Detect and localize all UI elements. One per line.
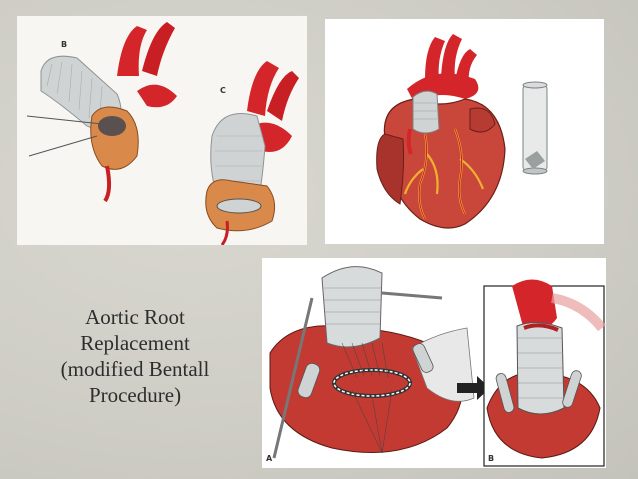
illustration-heart-with-graft <box>376 34 548 229</box>
retracted-tissue-a <box>411 327 475 402</box>
graft-sewing-ring-c <box>216 198 262 214</box>
suture-needle-b1 <box>26 115 103 125</box>
illustration-graft-steps <box>26 22 299 245</box>
aorta-body-b <box>137 84 177 108</box>
illustration-surgical-steps <box>269 266 606 467</box>
left-atrial-appendage <box>469 107 496 133</box>
figure-top-left-bentall-steps: B C <box>17 16 307 245</box>
surgical-instrument-a <box>272 297 314 459</box>
figure-label-b: B <box>61 40 68 49</box>
suture-needle-b2 <box>28 135 98 157</box>
right-atrium <box>376 133 405 205</box>
mechanical-valve-in-graft <box>525 151 545 169</box>
figure-bottom-right-surgical-field: A B <box>262 258 606 468</box>
brachiocephalic-artery <box>425 37 445 81</box>
slide-title-line-4: Procedure) <box>88 383 182 407</box>
coronary-b <box>103 165 112 203</box>
figure-label-a: A <box>266 454 273 463</box>
slide-title-line-3: (modified Bentall <box>60 357 210 381</box>
sutures-a <box>341 342 393 454</box>
aortic-branch-b <box>142 22 175 76</box>
graft-tube-a <box>321 266 383 348</box>
coronary-graft-b <box>495 373 515 413</box>
aortic-branch-c <box>267 71 299 121</box>
aorta-top-b <box>512 279 557 331</box>
slide-title: Aortic Root Replacement (modified Bental… <box>22 304 248 408</box>
aortic-arch-b <box>117 26 147 76</box>
figure-label-c: C <box>220 86 226 95</box>
slide-title-line-1: Aortic Root <box>85 305 185 329</box>
arrow-to-result <box>457 376 490 400</box>
figure-label-b-result: B <box>488 454 495 463</box>
right-coronary-button <box>406 128 413 155</box>
aortic-arch-c <box>247 61 279 116</box>
graft-on-heart <box>412 90 440 134</box>
carotid-artery <box>441 34 462 79</box>
valve-annulus-b <box>98 116 126 136</box>
slide-title-line-2: Replacement <box>80 331 190 355</box>
coronary-c <box>220 220 229 245</box>
coronary-graft-a <box>297 362 321 399</box>
figure-top-right-heart <box>325 19 604 244</box>
